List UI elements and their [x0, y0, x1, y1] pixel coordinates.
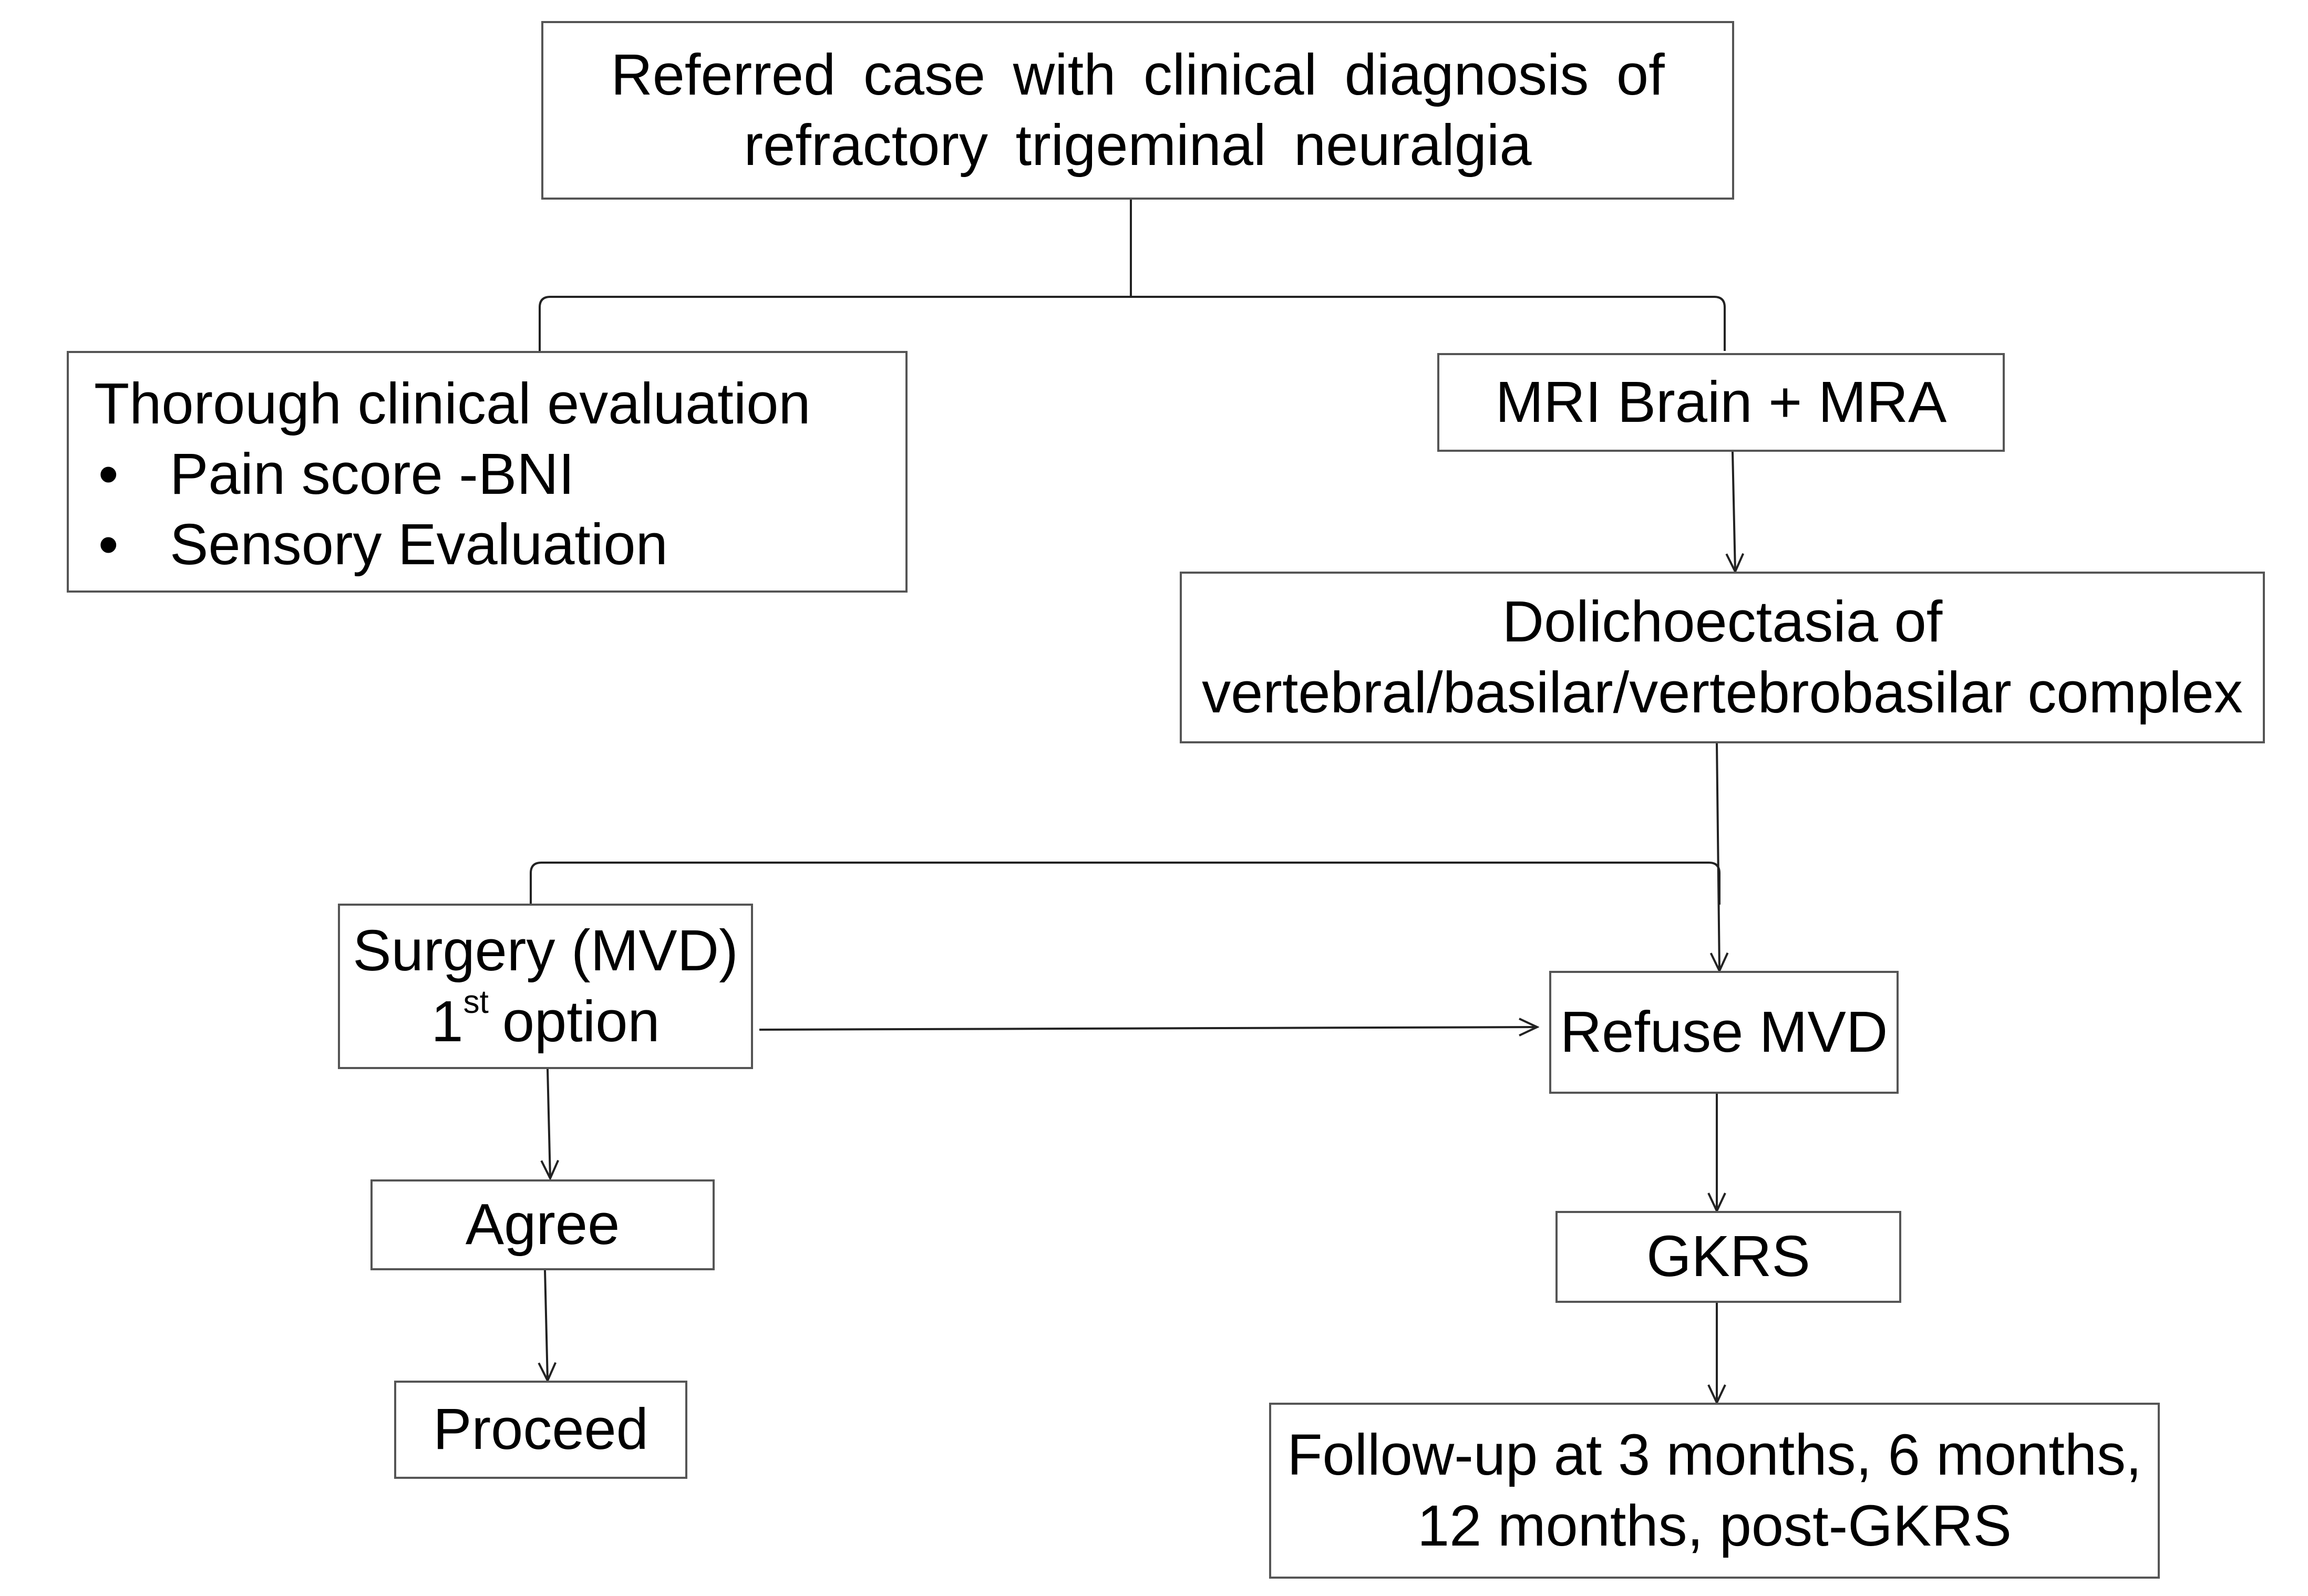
arrow-agree-to-proceed [545, 1270, 548, 1381]
node-dolichoectasia: Dolichoectasia of vertebral/basilar/vert… [1180, 572, 2265, 743]
bullet-dot: • [98, 442, 119, 507]
mri-label: MRI Brain + MRA [1495, 369, 1947, 434]
node-referred-case: Referred case with clinical diagnosis of… [541, 21, 1734, 200]
evaluation-bullet-text: Pain score -BNI [170, 442, 575, 507]
node-follow-up: Follow-up at 3 months, 6 months, 12 mont… [1269, 1403, 2160, 1579]
agree-label: Agree [465, 1192, 620, 1257]
node-agree: Agree [370, 1179, 715, 1270]
evaluation-bullet-pain-score: • Pain score -BNI [94, 439, 574, 510]
surgery-line-2: 1st option [431, 983, 660, 1057]
evaluation-bullet-sensory: • Sensory Evaluation [94, 510, 668, 580]
dolicho-line-2: vertebral/basilar/vertebrobasilar comple… [1202, 660, 2243, 725]
arrow-mri-to-dolicho [1733, 451, 1735, 572]
surgery-line-1: Surgery (MVD) [353, 918, 738, 983]
ordinal-suffix: st [463, 983, 489, 1020]
referred-line-1: Referred case with clinical diagnosis of [611, 42, 1665, 107]
node-mri-brain-mra: MRI Brain + MRA [1437, 353, 2005, 452]
followup-line-2: 12 months, post-GKRS [1417, 1493, 2012, 1558]
evaluation-bullet-text: Sensory Evaluation [170, 512, 668, 577]
node-gkrs: GKRS [1555, 1211, 1901, 1303]
ordinal-rest: option [502, 989, 660, 1054]
arrow-surgery-to-refuse [759, 1027, 1537, 1030]
referred-line-2: refractory trigeminal neuralgia [744, 113, 1532, 178]
node-proceed: Proceed [394, 1381, 687, 1479]
node-surgery-mvd: Surgery (MVD) 1st option [338, 904, 753, 1069]
node-refuse-mvd: Refuse MVD [1549, 971, 1899, 1094]
arrow-surgery-to-agree [548, 1069, 550, 1178]
evaluation-title: Thorough clinical evaluation [94, 371, 811, 436]
bullet-dot: • [98, 512, 119, 577]
connector-referred-split [539, 200, 1726, 351]
refuse-label: Refuse MVD [1560, 999, 1888, 1064]
arrow-dolicho-to-refuse [1717, 743, 1719, 971]
ordinal-number: 1 [431, 989, 463, 1054]
node-clinical-evaluation: Thorough clinical evaluation • Pain scor… [67, 351, 908, 593]
proceed-label: Proceed [433, 1397, 648, 1462]
gkrs-label: GKRS [1646, 1224, 1810, 1289]
connector-dolicho-split [530, 862, 1720, 905]
followup-line-1: Follow-up at 3 months, 6 months, [1287, 1423, 2142, 1488]
dolicho-line-1: Dolichoectasia of [1502, 589, 1943, 655]
